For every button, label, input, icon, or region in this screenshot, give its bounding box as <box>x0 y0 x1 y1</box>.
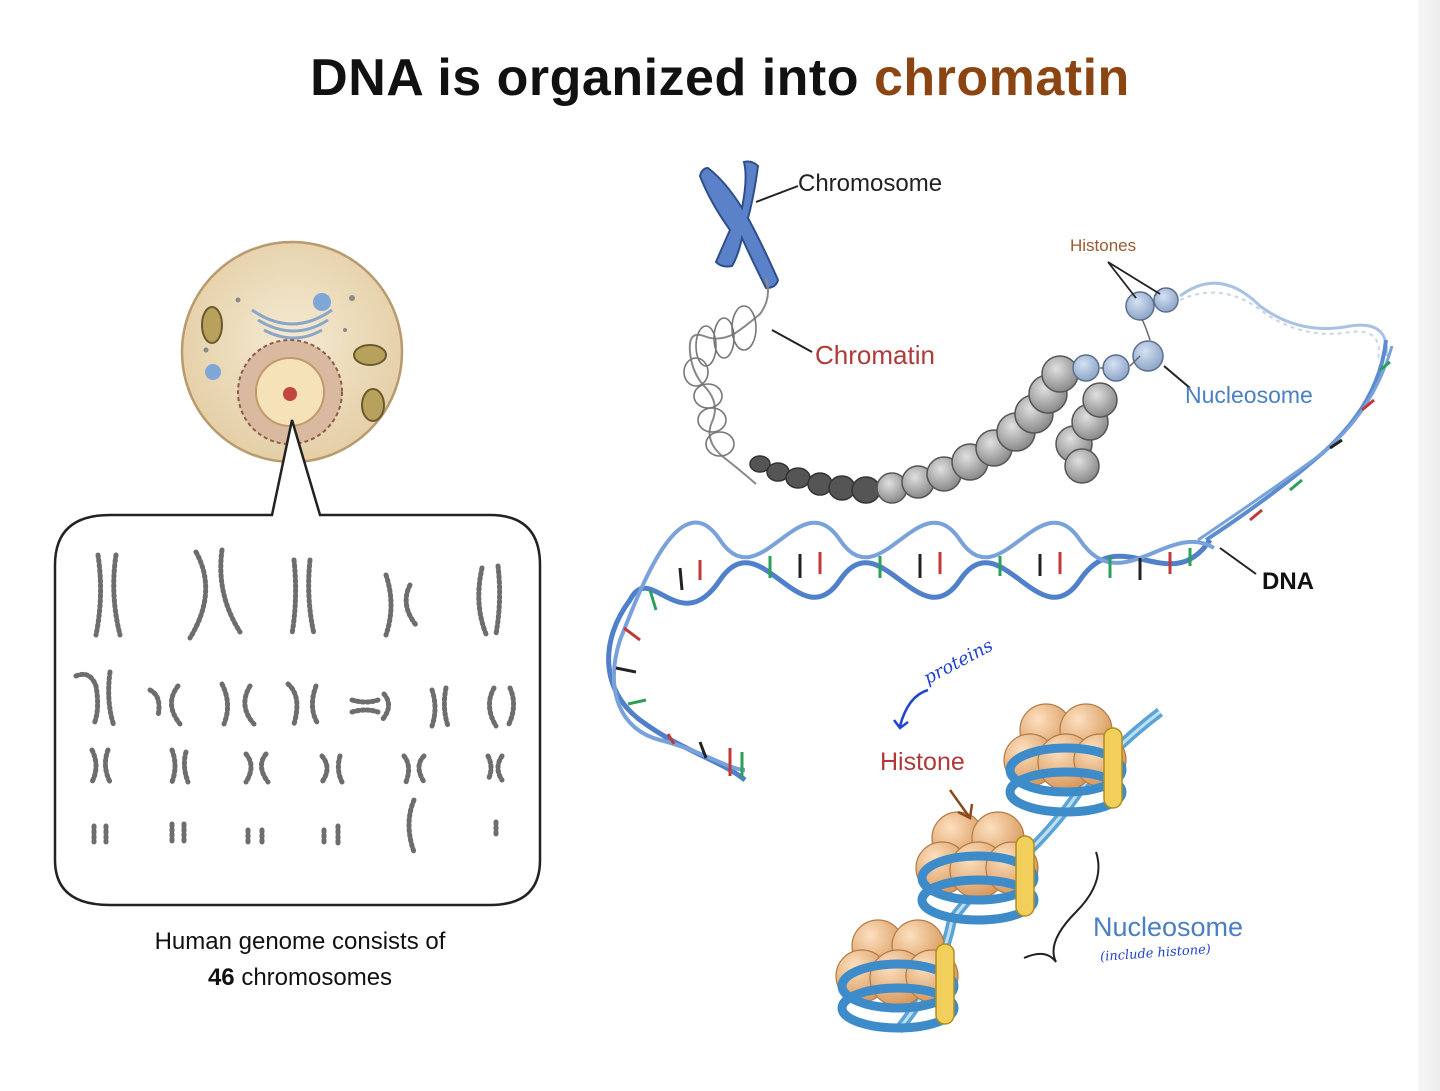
chromatin-fiber <box>683 277 1179 504</box>
label-nucleosome-bottom: Nucleosome <box>1093 912 1244 942</box>
title-accent: chromatin <box>873 49 1130 107</box>
slide-title: DNA is organized into chromatin <box>0 48 1440 108</box>
slide-edge <box>1418 0 1440 1091</box>
label-nucleosome-top: Nucleosome <box>1185 382 1313 408</box>
chromosome-shape <box>698 160 780 290</box>
nucleosome-detail <box>835 703 1164 1034</box>
karyotype-caption: Human genome consists of 46 chromosomes <box>60 924 540 996</box>
nucleosome-1 <box>1003 703 1127 817</box>
dna-leader <box>1219 547 1257 575</box>
histone-arrow <box>948 789 974 820</box>
caption-line-1: Human genome consists of <box>154 928 446 955</box>
label-histone: Histone <box>880 748 965 776</box>
cell-illustration <box>180 240 404 464</box>
nucleosome-3 <box>835 919 959 1033</box>
nucleosome-2 <box>915 811 1039 925</box>
dna-double-helix <box>606 281 1394 782</box>
title-main: DNA is organized into <box>310 49 874 107</box>
chromosome-leader <box>755 185 799 203</box>
caption-count: 46 <box>207 964 235 991</box>
label-histones: Histones <box>1070 236 1137 255</box>
caption-line-2: 46 chromosomes <box>60 960 540 996</box>
label-dna: DNA <box>1262 568 1314 595</box>
label-chromatin: Chromatin <box>815 340 935 370</box>
nucleosome-top-leader <box>1163 365 1191 389</box>
karyotype-callout <box>53 419 542 907</box>
histones-leaders <box>1107 261 1161 299</box>
label-chromosome: Chromosome <box>798 170 943 197</box>
chromatin-leader <box>771 329 813 353</box>
proteins-arrowhead <box>893 719 909 730</box>
caption-suffix: chromosomes <box>234 964 393 991</box>
proteins-arrow <box>898 688 929 727</box>
